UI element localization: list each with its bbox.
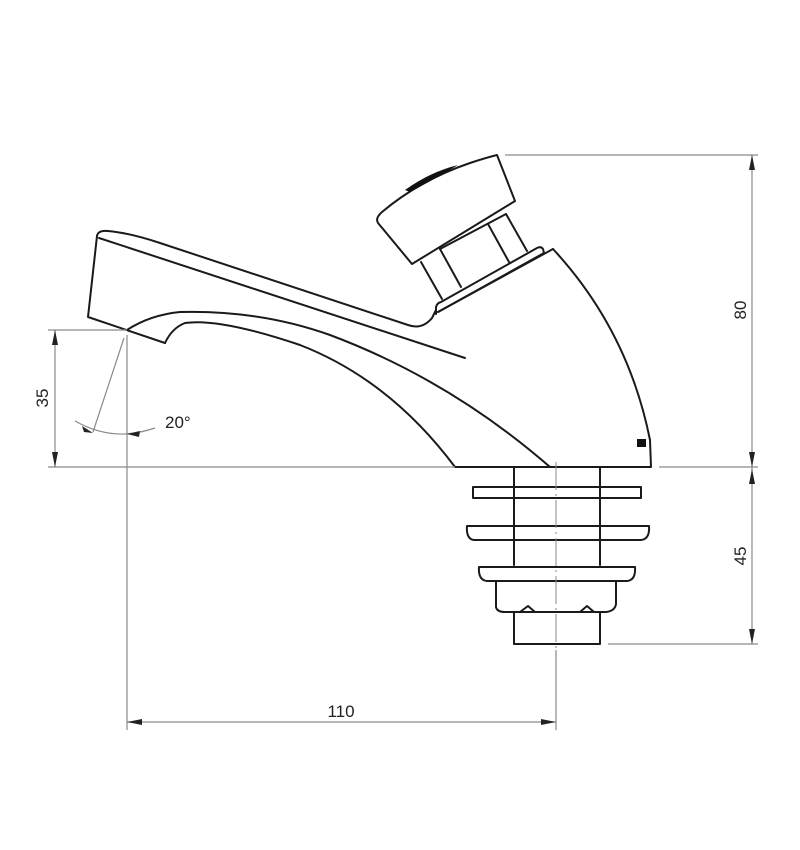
spout-aerator-curve — [126, 310, 551, 468]
dimension-label-45: 45 — [731, 547, 750, 566]
shank-thread-end — [513, 611, 601, 645]
spout-top-inner-line — [98, 237, 466, 359]
spout-tip-edge — [87, 235, 166, 344]
button-grip-texture — [405, 165, 458, 192]
shank-body — [513, 466, 601, 566]
locknut-flange — [477, 566, 637, 582]
indicator-mark — [637, 439, 646, 447]
body-base — [454, 439, 652, 468]
dimension-label-110: 110 — [327, 702, 354, 721]
dimension-label-20deg: 20° — [165, 413, 191, 432]
flange-edge — [437, 248, 554, 313]
washer-1 — [472, 486, 642, 499]
dimension-label-80: 80 — [731, 301, 750, 320]
button-stem — [420, 213, 528, 300]
washer-2 — [465, 525, 651, 541]
push-button-assembly[interactable] — [376, 154, 554, 315]
mounting-shank — [465, 466, 651, 645]
dimension-shank-length: 45 — [608, 467, 758, 645]
dimension-body-height: 80 — [505, 154, 758, 468]
spout-underside-curve — [164, 321, 456, 468]
dimension-spout-height: 35 — [33, 329, 455, 468]
body-arc — [552, 248, 651, 441]
dimension-spout-reach: 110 — [127, 702, 556, 725]
spout-top-edge — [96, 229, 437, 328]
dimension-label-35: 35 — [33, 389, 52, 408]
stem-top — [439, 213, 507, 250]
dimension-spout-angle: 20° — [74, 337, 191, 437]
faucet-outline — [87, 229, 652, 468]
button-flange — [435, 246, 545, 315]
